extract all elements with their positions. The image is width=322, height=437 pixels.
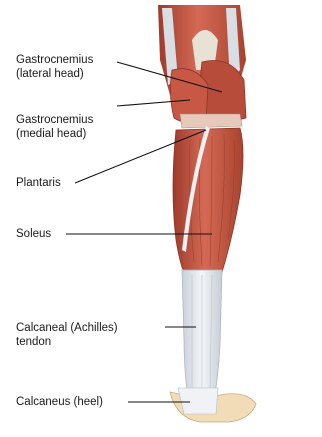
label-calcaneus: Calcaneus (heel): [16, 395, 103, 409]
label-gastrocnemius-lateral-head: Gastrocnemius (lateral head): [16, 53, 93, 81]
label-calcaneal-tendon: Calcaneal (Achilles) tendon: [16, 321, 118, 349]
tendon-insertion: [178, 388, 218, 414]
label-gastrocnemius-medial-head: Gastrocnemius (medial head): [16, 113, 93, 141]
label-plantaris: Plantaris: [16, 176, 61, 190]
label-soleus: Soleus: [16, 227, 51, 241]
gastrocnemius-cut-tendon: [180, 114, 242, 128]
